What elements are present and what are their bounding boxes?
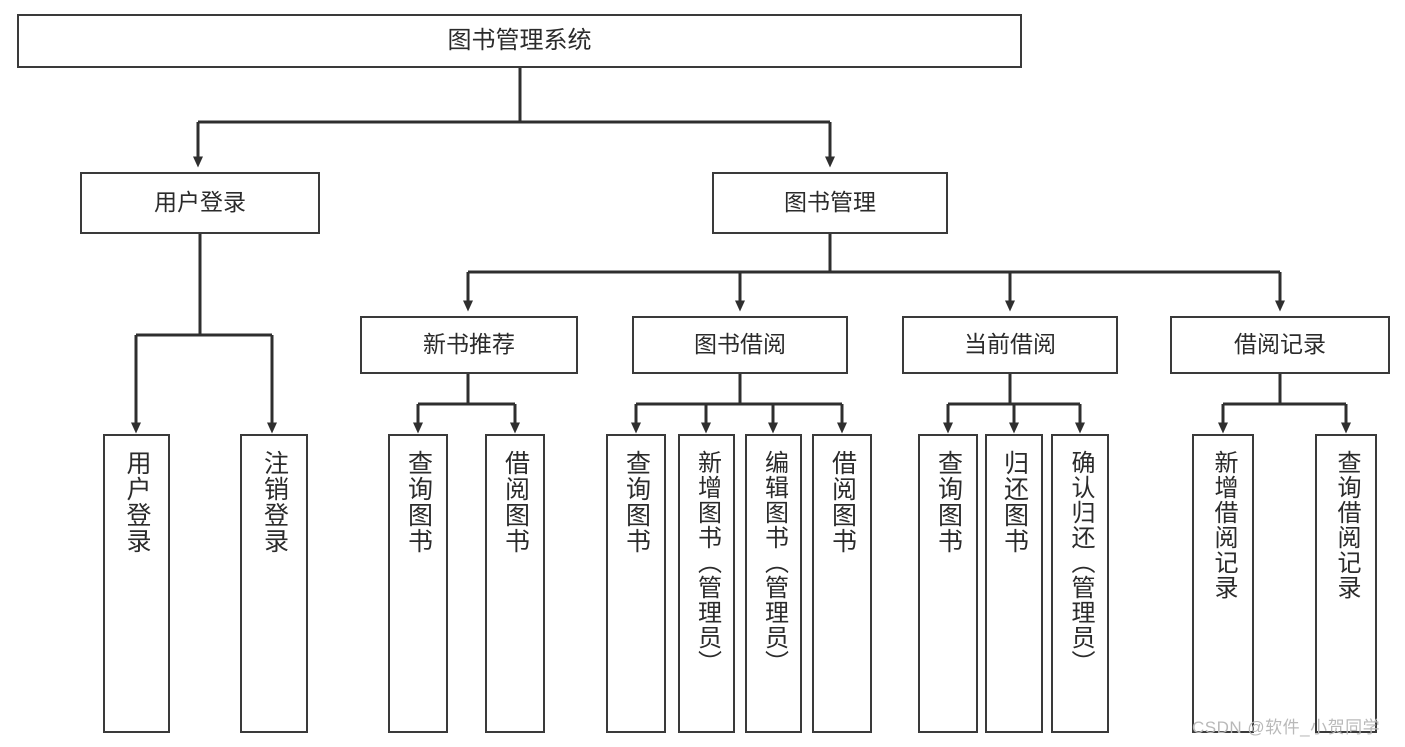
node-book-management-label: 图书管理: [784, 189, 876, 216]
leaf-user-login-signin[interactable]: 用户登录: [103, 434, 170, 733]
leaf-borrow-query-book[interactable]: 查询图书: [606, 434, 666, 733]
leaf-user-login-signin-label: 用户登录: [123, 450, 151, 554]
leaf-borrow-add-book-admin-label: 新增图书（管理员）: [693, 450, 721, 675]
node-user-login-label: 用户登录: [154, 189, 246, 216]
leaf-new-book-query[interactable]: 查询图书: [388, 434, 448, 733]
leaf-new-book-borrow-label: 借阅图书: [501, 450, 530, 554]
node-book-borrow-label: 图书借阅: [694, 331, 786, 358]
node-book-management[interactable]: 图书管理: [712, 172, 948, 234]
leaf-current-query-book[interactable]: 查询图书: [918, 434, 978, 733]
leaf-borrow-borrow-book[interactable]: 借阅图书: [812, 434, 872, 733]
leaf-record-add-record-label: 新增借阅记录: [1210, 450, 1237, 600]
leaf-borrow-borrow-book-label: 借阅图书: [828, 450, 857, 554]
leaf-new-book-borrow[interactable]: 借阅图书: [485, 434, 545, 733]
leaf-record-query-record[interactable]: 查询借阅记录: [1315, 434, 1377, 733]
node-current-borrow-label: 当前借阅: [964, 331, 1056, 358]
leaf-current-query-book-label: 查询图书: [934, 450, 963, 554]
node-user-login[interactable]: 用户登录: [80, 172, 320, 234]
watermark-text: CSDN @软件_小贺同学: [1192, 718, 1381, 737]
node-book-borrow[interactable]: 图书借阅: [632, 316, 848, 374]
leaf-record-add-record[interactable]: 新增借阅记录: [1192, 434, 1254, 733]
leaf-borrow-query-book-label: 查询图书: [622, 450, 651, 554]
leaf-current-confirm-return-admin[interactable]: 确认归还（管理员）: [1051, 434, 1109, 733]
leaf-borrow-add-book-admin[interactable]: 新增图书（管理员）: [678, 434, 735, 733]
node-borrow-record-label: 借阅记录: [1234, 331, 1326, 358]
leaf-user-login-signout-label: 注销登录: [260, 450, 289, 554]
node-root-label: 图书管理系统: [447, 26, 592, 54]
leaf-record-query-record-label: 查询借阅记录: [1333, 450, 1360, 600]
node-new-book-recommend[interactable]: 新书推荐: [360, 316, 578, 374]
leaf-current-confirm-return-admin-label: 确认归还（管理员）: [1067, 450, 1094, 675]
leaf-user-login-signout[interactable]: 注销登录: [240, 434, 308, 733]
node-borrow-record[interactable]: 借阅记录: [1170, 316, 1390, 374]
node-new-book-recommend-label: 新书推荐: [423, 331, 515, 358]
leaf-current-return-book[interactable]: 归还图书: [985, 434, 1043, 733]
node-current-borrow[interactable]: 当前借阅: [902, 316, 1118, 374]
leaf-current-return-book-label: 归还图书: [1000, 450, 1029, 554]
node-root-book-management-system[interactable]: 图书管理系统: [17, 14, 1022, 68]
leaf-borrow-edit-book-admin[interactable]: 编辑图书（管理员）: [745, 434, 802, 733]
leaf-borrow-edit-book-admin-label: 编辑图书（管理员）: [760, 450, 788, 675]
leaf-new-book-query-label: 查询图书: [404, 450, 433, 554]
